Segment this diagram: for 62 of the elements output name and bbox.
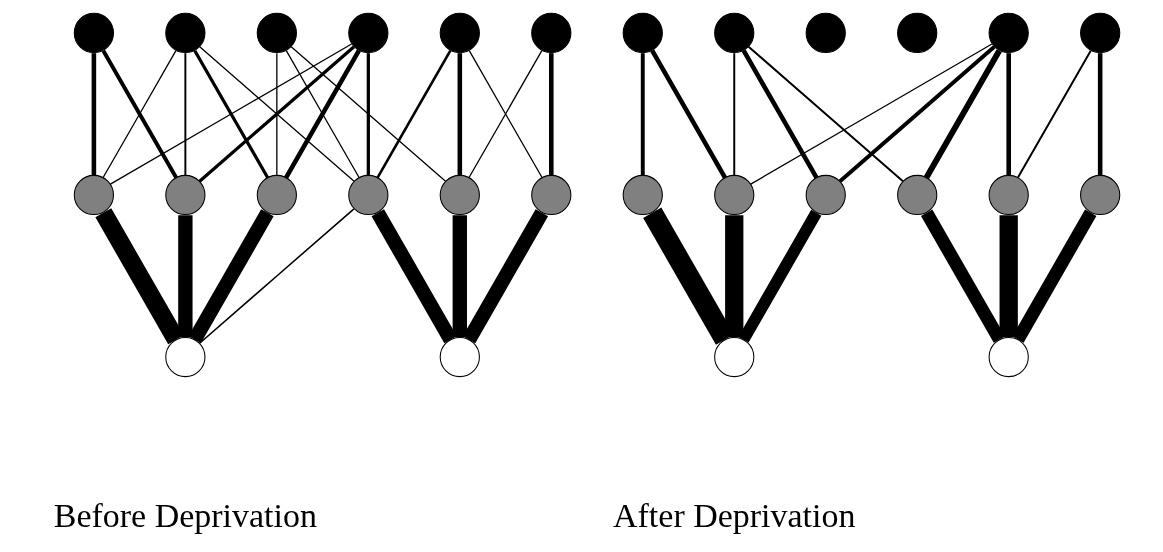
node-circle	[713, 12, 754, 54]
connector	[747, 45, 904, 183]
node-circle	[347, 12, 388, 54]
connector	[183, 52, 186, 177]
connector	[462, 209, 548, 344]
node-circle	[256, 174, 297, 216]
node-circle	[439, 336, 480, 378]
label: After Deprivation	[612, 497, 855, 535]
connector	[724, 215, 743, 338]
node-circle	[256, 12, 297, 54]
connector	[366, 53, 370, 176]
connector	[1097, 53, 1102, 176]
node-circle	[988, 336, 1029, 378]
connector	[999, 215, 1018, 338]
connector	[749, 43, 993, 185]
connector	[375, 50, 451, 179]
connector	[640, 53, 645, 176]
connector	[1016, 49, 1092, 179]
node-circle	[73, 12, 114, 54]
connector	[732, 52, 735, 177]
node-circle	[439, 174, 480, 216]
node-circle	[73, 174, 114, 216]
node-circle	[896, 174, 937, 216]
connector	[177, 215, 193, 338]
node-circle	[164, 336, 205, 378]
connector	[457, 53, 462, 176]
node-circle	[988, 174, 1029, 216]
node-circle	[439, 12, 480, 54]
connector	[548, 53, 554, 176]
label: Before Deprivation	[53, 497, 317, 535]
connector	[838, 45, 996, 183]
connector	[192, 49, 269, 179]
node-circle	[713, 174, 754, 216]
node-circle	[622, 174, 663, 216]
connector	[371, 209, 457, 344]
connector	[649, 49, 727, 179]
connector	[452, 215, 467, 338]
node-circle	[805, 12, 846, 54]
connector	[1011, 209, 1096, 343]
connector	[91, 53, 96, 176]
node-circle	[530, 174, 571, 216]
connector	[109, 43, 352, 185]
connector	[187, 209, 274, 344]
node-circle	[530, 12, 571, 54]
node-circle	[713, 336, 754, 378]
node-circle	[164, 12, 205, 54]
node-circle	[347, 174, 388, 216]
node-circle	[622, 12, 663, 54]
connector	[290, 46, 446, 182]
node-circle	[805, 174, 846, 216]
node-circle	[1079, 12, 1120, 54]
connector	[923, 49, 1002, 179]
connector	[1005, 53, 1011, 176]
connector	[737, 209, 821, 343]
connector	[198, 208, 355, 345]
connector	[275, 52, 277, 176]
connector	[741, 49, 818, 179]
node-circle	[164, 174, 205, 216]
connector	[920, 209, 1005, 343]
node-circle	[896, 12, 937, 54]
node-circle	[1079, 174, 1120, 216]
node-circle	[988, 12, 1029, 54]
